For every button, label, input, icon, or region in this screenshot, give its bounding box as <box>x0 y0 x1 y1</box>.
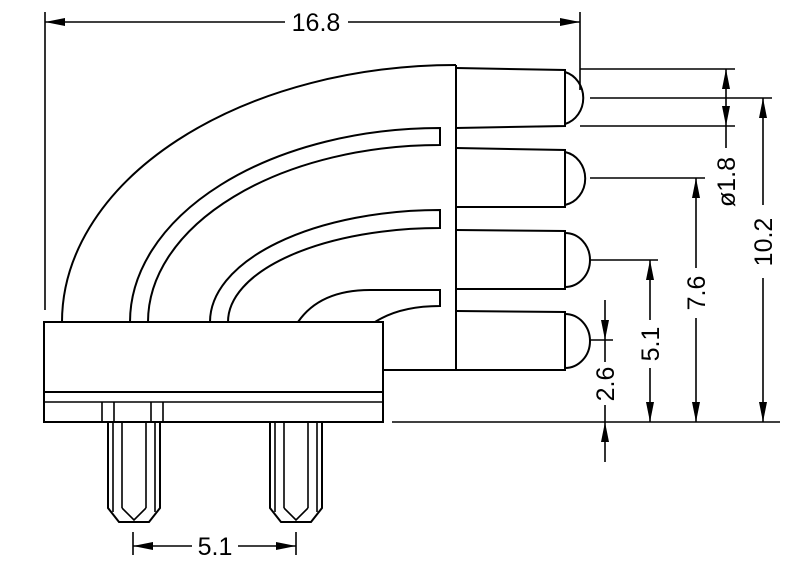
light-pipe-groove-3 <box>297 289 441 323</box>
dimension-pin-pitch: 5.1 <box>132 532 297 561</box>
dimension-height-third-led: 5.1 <box>590 259 665 422</box>
base-block <box>43 321 384 423</box>
dimension-label: 16.8 <box>292 9 341 37</box>
led-2 <box>455 147 587 208</box>
pin-right <box>269 422 323 523</box>
dimension-overall-width: 16.8 <box>44 9 581 310</box>
dimension-lens-diameter: ø1.8 <box>580 68 741 207</box>
dimension-label: 10.2 <box>750 218 778 267</box>
outer-curve <box>61 64 457 323</box>
dimension-label: ø1.8 <box>713 157 741 207</box>
led-1 <box>455 67 585 129</box>
light-pipe-groove-2 <box>209 208 441 323</box>
housing <box>61 64 457 371</box>
dimension-label: 7.6 <box>683 276 711 311</box>
dimension-label: 5.1 <box>637 327 665 362</box>
dimension-label: 5.1 <box>198 533 233 561</box>
dimension-label: 2.6 <box>592 367 620 402</box>
led-4 <box>455 310 591 371</box>
dimension-height-top-led: 10.2 <box>590 97 778 422</box>
dimension-height-second-led: 7.6 <box>590 177 711 422</box>
dimension-height-bottom-led: 2.6 <box>590 300 620 462</box>
light-pipe-groove-1 <box>129 126 441 323</box>
pin-left <box>107 422 161 523</box>
led-3 <box>455 229 591 290</box>
